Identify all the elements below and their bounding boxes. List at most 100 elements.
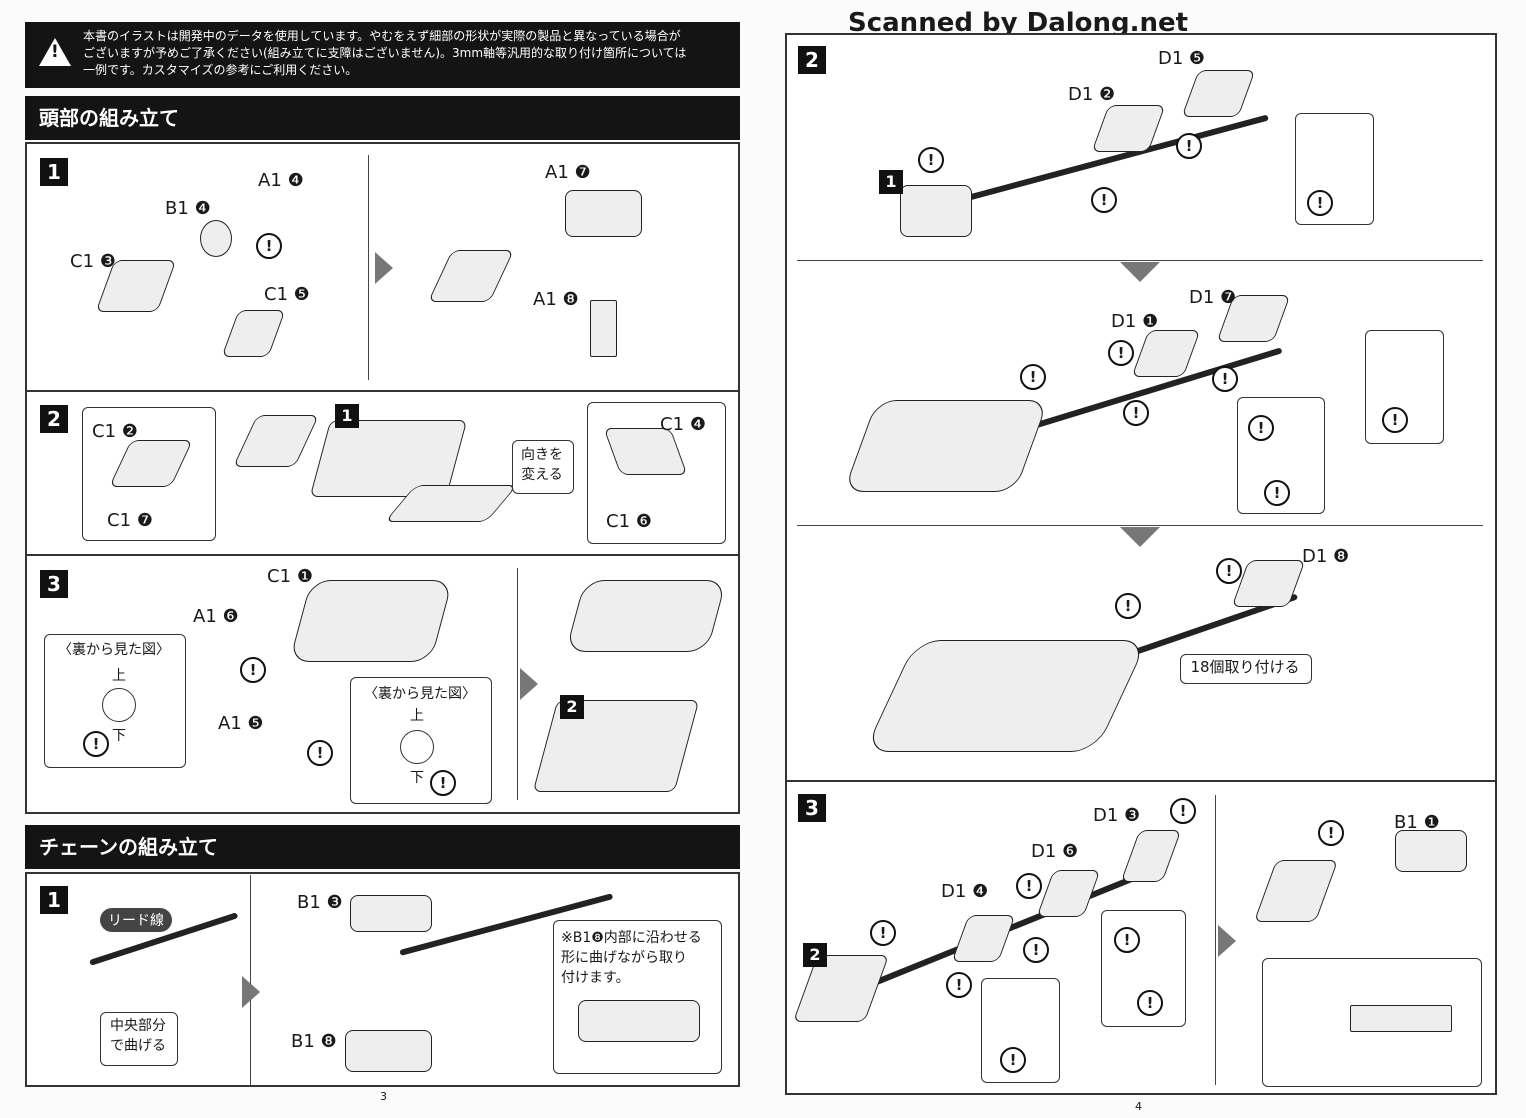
arrow-right-icon: [1218, 925, 1236, 957]
part-label: A1 ❺: [218, 713, 264, 734]
step-ref: 2: [560, 695, 584, 719]
caution-icon: !: [1216, 558, 1242, 584]
caution-icon: !: [1108, 340, 1134, 366]
part-label: D1 ❶: [1111, 311, 1159, 332]
notice-line: ございますが予めご了承ください(組み立てに支障はございません)。3mm軸等汎用的…: [83, 46, 687, 60]
caution-icon: !: [1307, 190, 1333, 216]
part-illustration: [200, 220, 232, 257]
part-illustration: [345, 1030, 432, 1072]
caution-icon: !: [1000, 1047, 1026, 1073]
caution-icon: !: [1115, 593, 1141, 619]
part-illustration: [565, 190, 642, 237]
arrow-right-icon: [242, 976, 260, 1008]
note-attach-18: 18個取り付ける: [1190, 658, 1300, 676]
caution-icon: !: [83, 731, 109, 757]
part-label: D1 ❷: [1068, 84, 1116, 105]
part-label: C1 ❻: [606, 511, 652, 532]
caution-icon: !: [1023, 937, 1049, 963]
part-illustration: [532, 700, 700, 792]
part-illustration: [350, 895, 432, 932]
caution-icon: !: [1318, 820, 1344, 846]
caution-icon: !: [1016, 873, 1042, 899]
part-label: D1 ❼: [1189, 287, 1237, 308]
part-label: D1 ❻: [1031, 841, 1079, 862]
part-label: D1 ❹: [941, 881, 989, 902]
part-label: C1 ❼: [107, 510, 153, 531]
section-header-chain: チェーンの組み立て: [25, 825, 740, 869]
caution-icon: !: [1020, 364, 1046, 390]
caution-icon: !: [946, 972, 972, 998]
part-illustration: [565, 580, 727, 652]
step-ref: 1: [335, 404, 359, 428]
caution-icon: !: [918, 147, 944, 173]
step-number: 2: [798, 46, 826, 74]
part-label: A1 ❻: [193, 606, 239, 627]
caution-icon: !: [1170, 798, 1196, 824]
step-number: 1: [40, 158, 68, 186]
back-view-title: 〈裏から見た図〉: [364, 686, 476, 702]
step-number: 3: [40, 570, 68, 598]
notice-line: 一例です。カスタマイズの参考にご利用ください。: [83, 63, 358, 77]
caution-icon: !: [240, 657, 266, 683]
part-illustration: [1350, 1005, 1452, 1032]
part-label: A1 ❹: [258, 170, 304, 191]
section-header-head: 頭部の組み立て: [25, 96, 740, 140]
part-illustration: [590, 300, 617, 357]
step-number: 3: [798, 794, 826, 822]
lead-wire-label: リード線: [100, 908, 172, 932]
back-view-title: 〈裏から見た図〉: [58, 642, 170, 658]
up-label: 上: [112, 668, 126, 684]
page-number: 3: [380, 1090, 387, 1103]
part-label: C1 ❹: [660, 414, 706, 435]
arrow-right-icon: [375, 252, 393, 284]
notice-line: 本書のイラストは開発中のデータを使用しています。やむをえず細部の形状が実際の製品…: [83, 29, 681, 43]
arrow-down-icon: [1120, 262, 1160, 282]
part-label: B1 ❽: [291, 1031, 337, 1052]
up-label: 上: [410, 708, 424, 724]
part-label: D1 ❽: [1302, 546, 1350, 567]
down-label: 下: [410, 770, 424, 786]
part-illustration: [843, 400, 1049, 492]
part-label: A1 ❼: [545, 162, 591, 183]
notice-banner: 本書のイラストは開発中のデータを使用しています。やむをえず細部の形状が実際の製品…: [25, 22, 740, 88]
caution-icon: !: [1123, 400, 1149, 426]
part-label: B1 ❸: [297, 892, 343, 913]
caution-icon: !: [256, 233, 282, 259]
part-label: A1 ❽: [533, 289, 579, 310]
part-illustration: [1395, 830, 1467, 872]
step-ref: 2: [803, 943, 827, 967]
caution-icon: !: [1091, 187, 1117, 213]
step-number: 2: [40, 405, 68, 433]
note-center-bend: 中央部分 で曲げる: [110, 1018, 166, 1054]
caution-icon: !: [1114, 927, 1140, 953]
part-label: C1 ❷: [92, 421, 138, 442]
caution-icon: !: [1137, 990, 1163, 1016]
part-label: C1 ❸: [70, 251, 116, 272]
arrow-down-icon: [1120, 527, 1160, 547]
caution-icon: !: [1248, 415, 1274, 441]
part-illustration: [578, 1000, 700, 1042]
part-label: C1 ❶: [267, 566, 313, 587]
caution-icon: !: [870, 920, 896, 946]
arrow-right-icon: [520, 668, 538, 700]
part-illustration: [900, 185, 972, 237]
caution-icon: !: [1212, 366, 1238, 392]
caution-icon: !: [1176, 133, 1202, 159]
caution-icon: !: [307, 740, 333, 766]
note-turn: 向きを 変える: [521, 447, 563, 483]
step-ref: 1: [879, 170, 903, 194]
part-label: C1 ❺: [264, 284, 310, 305]
part-label: D1 ❸: [1093, 805, 1141, 826]
caution-icon: !: [1264, 480, 1290, 506]
step-number: 1: [40, 886, 68, 914]
page-number: 4: [1135, 1100, 1142, 1113]
warning-triangle-icon: [39, 38, 71, 66]
part-illustration: [289, 580, 453, 662]
part-label: D1 ❺: [1158, 48, 1206, 69]
down-label: 下: [112, 728, 126, 744]
note-b18: ※B1❽内部に沿わせる 形に曲げながら取り 付けます。: [561, 930, 702, 986]
caution-icon: !: [1382, 407, 1408, 433]
caution-icon: !: [430, 770, 456, 796]
part-label: B1 ❹: [165, 198, 211, 219]
part-label: B1 ❶: [1394, 812, 1440, 833]
